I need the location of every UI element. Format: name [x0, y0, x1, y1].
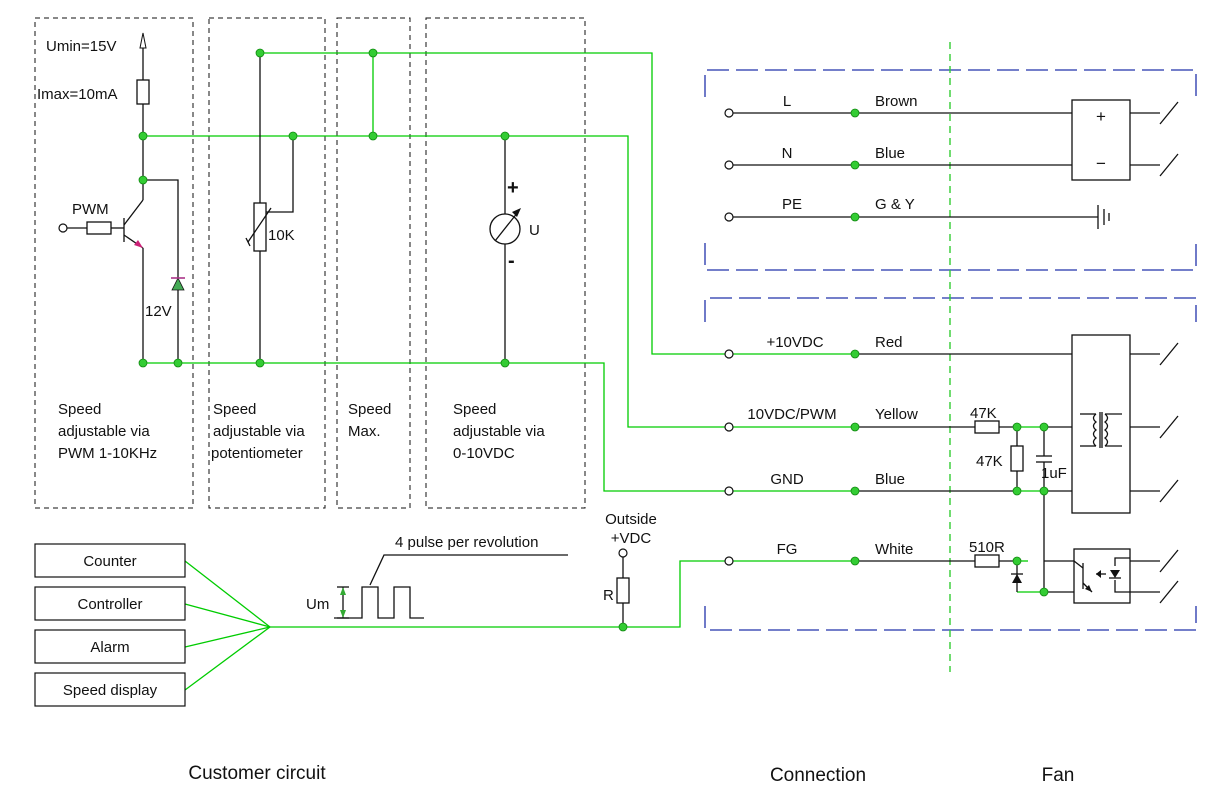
customer-labels: Umin=15V Imax=10mA PWM 12V 10K U + - Spe…	[37, 38, 657, 613]
motor-driver-block	[1071, 334, 1131, 514]
pot-section-frame	[208, 17, 326, 509]
section-max-line2: Max.	[348, 423, 381, 440]
r47-series-label: 47K	[970, 405, 997, 422]
signal-label: L	[783, 93, 791, 110]
pullup-resistor-group	[616, 548, 630, 627]
outside-label: Outside	[605, 511, 657, 528]
section-max-line1: Speed	[348, 401, 391, 418]
meter-plus-label: +	[507, 177, 519, 199]
pulse-waveform	[334, 554, 568, 619]
wire-color-label: Red	[875, 334, 903, 351]
supply-resistor	[136, 79, 150, 105]
device-alarm-box	[34, 629, 186, 664]
pulse-label: 4 pulse per revolution	[395, 534, 538, 551]
zener-label: 12V	[145, 303, 172, 320]
customer-circuit-wiring	[58, 32, 521, 363]
wire-color-label: White	[875, 541, 913, 558]
fg-diode-icon	[1012, 574, 1022, 583]
signal-label: +10VDC	[766, 334, 823, 351]
caption-connection: Connection	[770, 765, 866, 786]
junction-dots	[138, 48, 1049, 632]
device-label: Controller	[77, 596, 142, 613]
signal-label: FG	[777, 541, 798, 558]
device-list: Counter Controller Alarm Speed display	[34, 543, 186, 707]
section-vdc-line3: 0-10VDC	[453, 445, 515, 462]
ac-plus-label: +	[1096, 107, 1106, 126]
signal-label: N	[782, 145, 793, 162]
wire-color-label: Blue	[875, 471, 905, 488]
signal-label: 10VDC/PWM	[747, 406, 836, 423]
fan-frames	[704, 42, 1197, 672]
section-pwm-line1: Speed	[58, 401, 101, 418]
r510-label: 510R	[969, 539, 1005, 556]
signal-label: GND	[770, 471, 804, 488]
r47-shunt-label: 47K	[976, 453, 1003, 470]
pot-label: 10K	[268, 227, 295, 244]
device-speed-display-box	[34, 672, 186, 707]
device-label: Alarm	[90, 639, 129, 656]
fan-labels: 47K 47K 1uF 510R + −	[969, 107, 1106, 556]
meter-minus-label: -	[508, 250, 515, 272]
ac-minus-label: −	[1096, 154, 1106, 173]
ac-input-block	[1071, 99, 1131, 181]
footer-captions: Customer circuit Connection Fan	[188, 763, 1074, 786]
section-pwm-line3: PWM 1-10KHz	[58, 445, 157, 462]
section-pot-line3: potentiometer	[211, 445, 303, 462]
wire-color-label: G & Y	[875, 196, 915, 213]
device-label: Counter	[83, 553, 136, 570]
um-label: Um	[306, 596, 329, 613]
caption-customer-circuit: Customer circuit	[188, 763, 326, 784]
section-vdc-line2: adjustable via	[453, 423, 545, 440]
meter-label: U	[529, 222, 540, 239]
pwm-label: PWM	[72, 201, 109, 218]
section-vdc-line1: Speed	[453, 401, 496, 418]
green-wires	[143, 52, 1044, 691]
umin-label: Umin=15V	[46, 38, 116, 55]
device-controller-box	[34, 586, 186, 621]
customer-section-frames	[34, 17, 586, 509]
vdc-section-frame	[425, 17, 586, 509]
imax-label: Imax=10mA	[37, 86, 117, 103]
potentiometer	[253, 202, 267, 252]
outside-vdc-label: +VDC	[611, 530, 652, 547]
device-label: Speed display	[63, 682, 158, 699]
max-section-frame	[336, 17, 411, 509]
fan-internal-components	[974, 99, 1131, 604]
open-terminals	[724, 108, 734, 566]
section-pot-line1: Speed	[213, 401, 256, 418]
transistor-arrow-icon	[134, 240, 143, 248]
connection-labels: L Brown N Blue PE G & Y +10VDC Red 10VDC…	[747, 93, 918, 558]
wire-color-label: Yellow	[875, 406, 918, 423]
caption-fan: Fan	[1042, 765, 1075, 786]
wire-color-label: Brown	[875, 93, 918, 110]
zener-diode-icon	[171, 277, 185, 291]
signal-label: PE	[782, 196, 802, 213]
section-pwm-line2: adjustable via	[58, 423, 150, 440]
pullup-r-label: R	[603, 587, 614, 604]
transformer-icon	[1080, 412, 1122, 448]
cap-label: 1uF	[1041, 465, 1067, 482]
wire-color-label: Blue	[875, 145, 905, 162]
device-counter-box	[34, 543, 186, 578]
section-pot-line2: adjustable via	[213, 423, 305, 440]
